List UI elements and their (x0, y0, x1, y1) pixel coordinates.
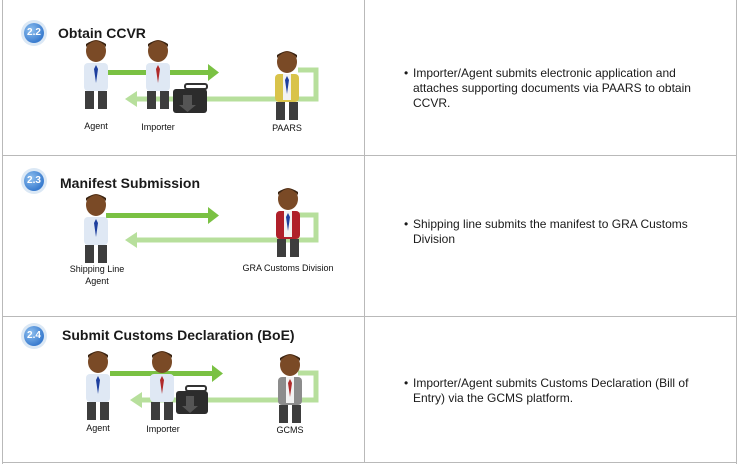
column-divider (364, 155, 365, 316)
actor-label: Agent (84, 121, 108, 131)
return-arrow (125, 67, 319, 107)
step-title: Submit Customs Declaration (BoE) (62, 327, 295, 343)
actor-label: PAARS (272, 123, 302, 133)
briefcase-icon (173, 83, 208, 113)
gcms-figure (278, 354, 302, 423)
step-number-badge: 2.4 (24, 326, 44, 346)
bullet-marker: • (404, 217, 409, 231)
description-text: Importer/Agent submits Customs Declarati… (413, 376, 689, 405)
paars-figure (275, 51, 299, 120)
table-right-border (736, 0, 737, 464)
step-row-2-2 (2, 0, 736, 156)
step-row-2-4 (2, 316, 736, 463)
bullet-marker: • (404, 66, 409, 80)
step-description: • Shipping line submits the manifest to … (404, 217, 704, 247)
return-arrow (130, 370, 319, 408)
step-description: • Importer/Agent submits Customs Declara… (404, 376, 704, 406)
forward-arrow (110, 365, 223, 382)
actor-label: Importer (146, 424, 180, 434)
step-number-badge: 2.2 (24, 23, 44, 43)
bullet-marker: • (404, 376, 409, 390)
flow-diagram-2-4 (86, 351, 319, 423)
column-divider (364, 0, 365, 155)
step-title: Obtain CCVR (58, 25, 146, 41)
briefcase-icon (176, 385, 208, 414)
step-row-2-3 (2, 155, 736, 317)
gra-customs-division-figure (276, 188, 300, 257)
description-text: Importer/Agent submits electronic applic… (413, 66, 691, 110)
agent-figure (86, 351, 110, 420)
actor-label: Agent (86, 423, 110, 433)
flow-diagram-2-3 (84, 188, 319, 263)
importer-figure (146, 40, 170, 109)
actor-label: GRA Customs Division (242, 263, 334, 273)
description-text: Shipping line submits the manifest to GR… (413, 217, 688, 246)
actor-label: GCMS (276, 425, 304, 435)
forward-arrow (106, 207, 219, 224)
step-title: Manifest Submission (60, 175, 201, 191)
actor-label: Shipping Line Agent (69, 264, 125, 286)
column-divider (364, 316, 365, 462)
actor-label: Importer (141, 122, 175, 132)
shipping-line-agent-figure (84, 194, 108, 263)
agent-figure (84, 40, 108, 109)
importer-figure (150, 351, 174, 420)
step-description: • Importer/Agent submits electronic appl… (404, 66, 704, 111)
step-number-badge: 2.3 (24, 171, 44, 191)
table-left-border (2, 0, 3, 464)
return-arrow (125, 212, 319, 248)
flow-diagram-2-2 (84, 40, 319, 120)
